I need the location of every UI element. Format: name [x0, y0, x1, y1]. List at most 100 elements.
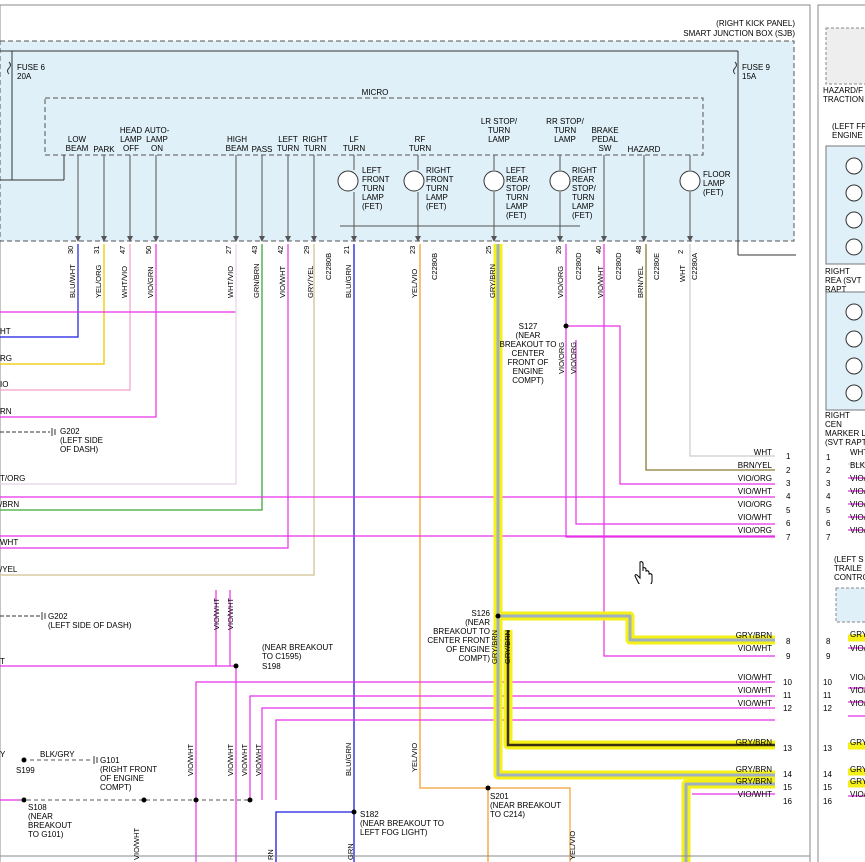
pin-num: 23 [408, 245, 417, 254]
pin-park: PARK [93, 145, 115, 154]
rp-color: GRY [850, 630, 865, 639]
rc-color: VIO/WHT [737, 686, 772, 695]
rp-trailer-label: (LEFT S TRAILE CONTRO [834, 555, 865, 582]
wire-label: GRN [346, 843, 355, 860]
rc-pin: 9 [786, 652, 791, 661]
left-edge-label: /BRN [0, 500, 20, 509]
pin-num: 42 [276, 245, 285, 254]
splice-s126-desc: (NEAR BREAKOUT TO CENTER FRONT OF ENGINE… [427, 618, 490, 663]
sjb-label: SMART JUNCTION BOX (SJB) [683, 29, 795, 38]
rp-color: VIO/ [850, 500, 865, 509]
wire-label: VIO/WHT [212, 597, 221, 630]
fet-right-rear: RIGHT REAR STOP/ TURN LAMP (FET) [572, 166, 597, 220]
connector-id: C2280D [614, 252, 623, 280]
rc-pin: 12 [783, 704, 792, 713]
wire-color: BLU/GRN [344, 264, 353, 298]
left-edge-label: RG [0, 354, 12, 363]
rc-pin: 7 [786, 533, 791, 542]
left-edge-label: HT [0, 327, 11, 336]
splice-s198-name: S198 [262, 662, 281, 671]
connector-id: C2280D [574, 252, 583, 280]
rp-pin: 2 [826, 466, 831, 475]
rp-pin: 12 [823, 704, 832, 713]
pin-auto-lamp-on: AUTO- LAMP ON [144, 126, 170, 153]
splice-s182-desc: (NEAR BREAKOUT TO LEFT FOG LIGHT) [360, 819, 445, 837]
splice-s201-name: S201 [490, 792, 509, 801]
rp-pin: 9 [826, 652, 831, 661]
hand-cursor-icon [634, 561, 653, 584]
wire-label: RN [266, 849, 275, 860]
wire-color: WHT/VIO [120, 265, 129, 298]
fet-right-front: RIGHT FRONT TURN LAMP (FET) [426, 166, 454, 211]
wire-label: VIO/WHT [132, 827, 141, 860]
rc-pin: 4 [786, 492, 791, 501]
pin-num: 31 [92, 245, 101, 254]
ground-g202-desc: (LEFT SIDE OF DASH) [60, 436, 103, 454]
pin-num: 21 [342, 245, 351, 254]
rc-pin: 3 [786, 479, 791, 488]
rp-pin: 3 [826, 479, 831, 488]
rp-color: WHT [850, 448, 865, 457]
rc-pin: 13 [783, 744, 792, 753]
pin-num: 27 [224, 245, 233, 254]
rc-color: VIO/WHT [737, 487, 772, 496]
pin-num: 26 [554, 245, 563, 254]
ground-g101-desc: (RIGHT FRONT OF ENGINE COMPT) [100, 765, 158, 792]
rc-pin: 5 [786, 506, 791, 515]
fuse9-name: FUSE 9 [742, 63, 771, 72]
pin-num: 29 [302, 245, 311, 254]
rp-pin: 1 [826, 453, 831, 462]
rc-color: GRY/BRN [735, 765, 772, 774]
rp-pin: 14 [823, 770, 832, 779]
pin-lr-stop-turn: LR STOP/ TURN LAMP [480, 117, 518, 144]
wire-color: VIO/GRN [146, 266, 155, 298]
rc-color: GRY/BRN [735, 738, 772, 747]
rp-color: VIO/ [850, 526, 865, 535]
pin-num: 47 [118, 245, 127, 254]
pin-num: 25 [484, 245, 493, 254]
splice-s127-desc: (NEAR BREAKOUT TO CENTER FRONT OF ENGINE… [499, 331, 557, 385]
rp-color: VIO/ [850, 487, 865, 496]
rc-color: VIO/WHT [737, 790, 772, 799]
micro-label: MICRO [361, 88, 389, 97]
pin-num: 2 [676, 249, 685, 254]
rp-rear-label: RIGHT REA (SVT RAPT [825, 267, 862, 294]
pin-num: 50 [144, 245, 153, 254]
rp-front-label: (LEFT FF ENGINE [832, 122, 865, 140]
pin-rf-turn: RF TURN [408, 135, 432, 153]
splice-s182-name: S182 [360, 810, 379, 819]
rp-pin: 6 [826, 519, 831, 528]
wire-color: BLU/WHT [68, 264, 77, 298]
wire-color: WHT/VIO [226, 265, 235, 298]
rc-color: VIO/WHT [737, 699, 772, 708]
rp-color: GRY [850, 738, 865, 747]
rp-pin: 8 [826, 637, 831, 646]
left-edge-label: WHT [0, 538, 19, 547]
rc-color: VIO/ORG [737, 474, 772, 483]
ground-g101-name: G101 [100, 756, 120, 765]
splice-s199-name: S199 [16, 766, 35, 775]
left-edge-label: /YEL [0, 565, 18, 574]
pin-pass: PASS [251, 145, 273, 154]
left-edge-label: T [0, 657, 5, 666]
rc-pin: 16 [783, 797, 792, 806]
wire-color: BRN/YEL [636, 265, 645, 298]
pin-right-turn: RIGHT TURN [302, 135, 328, 153]
rc-color: GRY/BRN [735, 631, 772, 640]
rc-pin: 15 [783, 783, 792, 792]
fuse9-rating: 15A [742, 72, 757, 81]
rc-color: VIO/ORG [737, 500, 772, 509]
left-edge-label: IO [0, 380, 9, 389]
pin-num: 30 [66, 245, 75, 254]
ground-g202-name: G202 [60, 427, 80, 436]
rc-pin: 2 [786, 466, 791, 475]
rp-color: VIO/ [850, 790, 865, 799]
pin-high-beam: HIGH BEAM [225, 135, 249, 153]
left-edge-label: RN [0, 407, 12, 416]
left-edge-label: Y [0, 750, 6, 759]
rc-color: WHT [753, 448, 772, 457]
wire-color: YEL/ORG [94, 264, 103, 298]
wire-color: GRY/BRN [488, 263, 497, 298]
micro-box [44, 97, 704, 156]
rp-color: VIO/ [850, 699, 865, 708]
